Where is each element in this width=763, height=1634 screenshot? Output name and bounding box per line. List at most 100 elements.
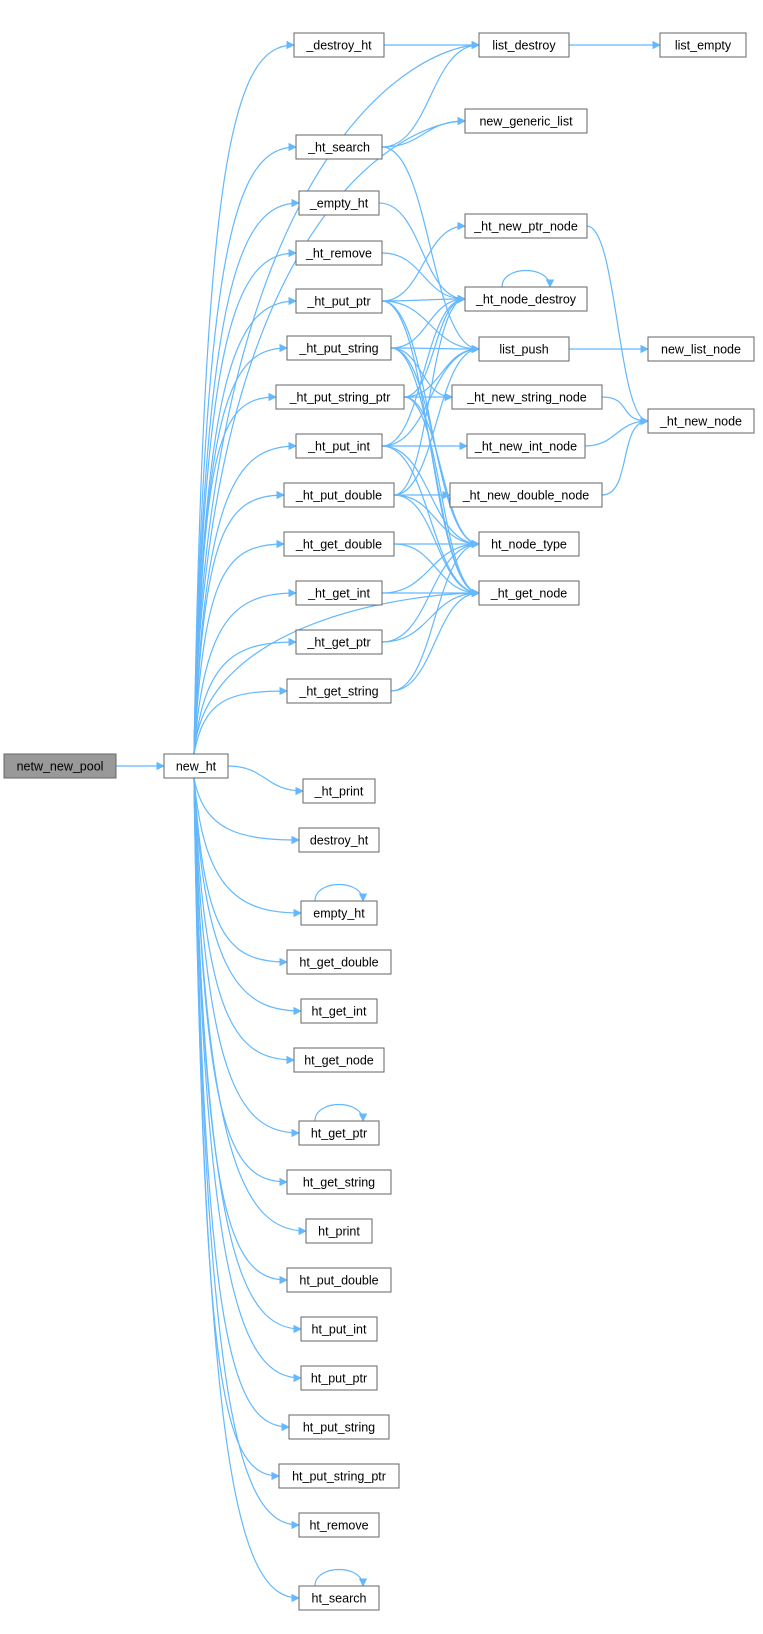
edge-_ht_put_string-to-_ht_new_string_node bbox=[390, 347, 453, 402]
node-_ht_put_double[interactable]: _ht_put_double bbox=[283, 482, 395, 508]
edge-new_ht-to-list_destroy bbox=[193, 40, 480, 755]
node-_ht_get_ptr[interactable]: _ht_get_ptr bbox=[295, 629, 383, 655]
node-box bbox=[302, 778, 376, 804]
edge-_ht_get_string-to-ht_node_type bbox=[390, 539, 480, 692]
edge-new_ht-to-_ht_put_string_ptr bbox=[193, 392, 277, 755]
edge-new_ht-to-destroy_ht bbox=[193, 777, 300, 845]
node-_ht_get_double[interactable]: _ht_get_double bbox=[283, 531, 395, 557]
node-label: list_push bbox=[499, 343, 548, 357]
node-box bbox=[647, 408, 755, 434]
node-list_push[interactable]: list_push bbox=[478, 336, 570, 362]
node-_ht_new_string_node[interactable]: _ht_new_string_node bbox=[451, 384, 603, 410]
node-label: _ht_put_ptr bbox=[306, 295, 370, 309]
node-new_generic_list[interactable]: new_generic_list bbox=[464, 108, 588, 134]
node-new_ht[interactable]: new_ht bbox=[163, 753, 229, 779]
edge-new_ht-to-_destroy_ht bbox=[193, 40, 295, 755]
node-_ht_search[interactable]: _ht_search bbox=[295, 134, 383, 160]
node-_ht_put_ptr[interactable]: _ht_put_ptr bbox=[295, 288, 383, 314]
node-box bbox=[286, 949, 392, 975]
node-label: _ht_new_ptr_node bbox=[473, 220, 578, 234]
node-label: _empty_ht bbox=[309, 197, 369, 211]
edge-_ht_new_double_node-to-_ht_new_node bbox=[601, 416, 649, 496]
node-destroy_ht[interactable]: destroy_ht bbox=[298, 827, 380, 853]
node-label: _ht_new_double_node bbox=[462, 489, 590, 503]
node-ht_get_string[interactable]: ht_get_string bbox=[286, 1169, 392, 1195]
node-ht_put_string[interactable]: ht_put_string bbox=[288, 1414, 390, 1440]
edge-new_ht-to-_ht_put_double bbox=[193, 490, 285, 755]
node-ht_get_ptr[interactable]: ht_get_ptr bbox=[298, 1120, 380, 1146]
edge-_ht_search-to-new_generic_list bbox=[381, 116, 466, 148]
node-netw_new_pool[interactable]: netw_new_pool bbox=[3, 753, 117, 779]
edge-_ht_get_double-to-_ht_get_node bbox=[393, 543, 480, 598]
node-box bbox=[466, 433, 586, 459]
node-_empty_ht[interactable]: _empty_ht bbox=[298, 190, 380, 216]
node-_ht_new_ptr_node[interactable]: _ht_new_ptr_node bbox=[464, 213, 588, 239]
edge-new_ht-to-ht_get_node bbox=[193, 777, 295, 1065]
node-box bbox=[464, 213, 588, 239]
edge-_ht_node_destroy-to-_ht_node_destroy bbox=[501, 269, 555, 288]
node-box bbox=[283, 482, 395, 508]
edge-_ht_search-to-list_destroy bbox=[381, 40, 480, 148]
node-box bbox=[478, 531, 580, 557]
node-label: ht_remove bbox=[309, 1519, 368, 1533]
edge-_ht_new_ptr_node-to-_ht_new_node bbox=[586, 225, 649, 426]
node-_ht_get_int[interactable]: _ht_get_int bbox=[295, 580, 383, 606]
node-box bbox=[298, 1120, 380, 1146]
edge-_ht_put_string_ptr-to-ht_node_type bbox=[403, 396, 480, 549]
node-label: _ht_new_string_node bbox=[466, 391, 587, 405]
node-_ht_remove[interactable]: _ht_remove bbox=[295, 240, 383, 266]
node-empty_ht[interactable]: empty_ht bbox=[300, 900, 378, 926]
node-_ht_node_destroy[interactable]: _ht_node_destroy bbox=[464, 286, 588, 312]
node-box bbox=[298, 1585, 380, 1611]
node-label: _destroy_ht bbox=[305, 39, 372, 53]
node-_ht_new_int_node[interactable]: _ht_new_int_node bbox=[466, 433, 586, 459]
node-ht_remove[interactable]: ht_remove bbox=[298, 1512, 380, 1538]
node-_ht_put_int[interactable]: _ht_put_int bbox=[295, 433, 383, 459]
node-box bbox=[163, 753, 229, 779]
node-label: _ht_get_node bbox=[490, 587, 568, 601]
node-ht_print[interactable]: ht_print bbox=[305, 1218, 373, 1244]
node-list_destroy[interactable]: list_destroy bbox=[478, 32, 570, 58]
node-ht_put_int[interactable]: ht_put_int bbox=[300, 1316, 378, 1342]
node-_ht_put_string_ptr[interactable]: _ht_put_string_ptr bbox=[275, 384, 405, 410]
node-label: _ht_put_int bbox=[307, 440, 370, 454]
edge-new_ht-to-ht_get_int bbox=[193, 777, 302, 1016]
edge-new_ht-to-ht_put_ptr bbox=[193, 777, 302, 1383]
node-ht_put_string_ptr[interactable]: ht_put_string_ptr bbox=[278, 1463, 400, 1489]
edge-_ht_put_string-to-_ht_node_destroy bbox=[390, 294, 466, 349]
node-new_list_node[interactable]: new_list_node bbox=[647, 336, 755, 362]
edge-new_ht-to-ht_print bbox=[193, 777, 307, 1236]
node-label: _ht_put_string_ptr bbox=[289, 391, 391, 405]
node-_ht_new_node[interactable]: _ht_new_node bbox=[647, 408, 755, 434]
node-box bbox=[478, 32, 570, 58]
node-_ht_get_string[interactable]: _ht_get_string bbox=[286, 678, 392, 704]
node-ht_get_node[interactable]: ht_get_node bbox=[293, 1047, 385, 1073]
node-_ht_new_double_node[interactable]: _ht_new_double_node bbox=[449, 482, 603, 508]
edge-_ht_put_double-to-ht_node_type bbox=[393, 494, 480, 549]
node-ht_search[interactable]: ht_search bbox=[298, 1585, 380, 1611]
node-ht_get_double[interactable]: ht_get_double bbox=[286, 949, 392, 975]
edge-_ht_get_ptr-to-ht_node_type bbox=[381, 539, 480, 643]
node-label: list_empty bbox=[675, 39, 732, 53]
node-ht_node_type[interactable]: ht_node_type bbox=[478, 531, 580, 557]
edge-_ht_put_string-to-list_push bbox=[390, 344, 480, 354]
node-_destroy_ht[interactable]: _destroy_ht bbox=[293, 32, 385, 58]
node-label: destroy_ht bbox=[310, 834, 369, 848]
edge-_ht_put_int-to-list_push bbox=[381, 344, 480, 447]
edge-new_ht-to-new_generic_list bbox=[193, 116, 466, 755]
edge-_ht_get_int-to-ht_node_type bbox=[381, 539, 480, 594]
node-box bbox=[647, 336, 755, 362]
node-box bbox=[295, 629, 383, 655]
node-box bbox=[478, 336, 570, 362]
node-_ht_get_node[interactable]: _ht_get_node bbox=[478, 580, 580, 606]
edge-ht_get_ptr-to-ht_get_ptr bbox=[314, 1103, 368, 1122]
node-_ht_put_string[interactable]: _ht_put_string bbox=[286, 335, 392, 361]
edge-new_ht-to-_ht_get_string bbox=[193, 686, 288, 755]
node-ht_put_double[interactable]: ht_put_double bbox=[286, 1267, 392, 1293]
edge-_ht_search-to-list_push bbox=[381, 146, 480, 354]
node-ht_put_ptr[interactable]: ht_put_ptr bbox=[300, 1365, 378, 1391]
node-list_empty[interactable]: list_empty bbox=[659, 32, 747, 58]
node-ht_get_int[interactable]: ht_get_int bbox=[300, 998, 378, 1024]
node-_ht_print[interactable]: _ht_print bbox=[302, 778, 376, 804]
